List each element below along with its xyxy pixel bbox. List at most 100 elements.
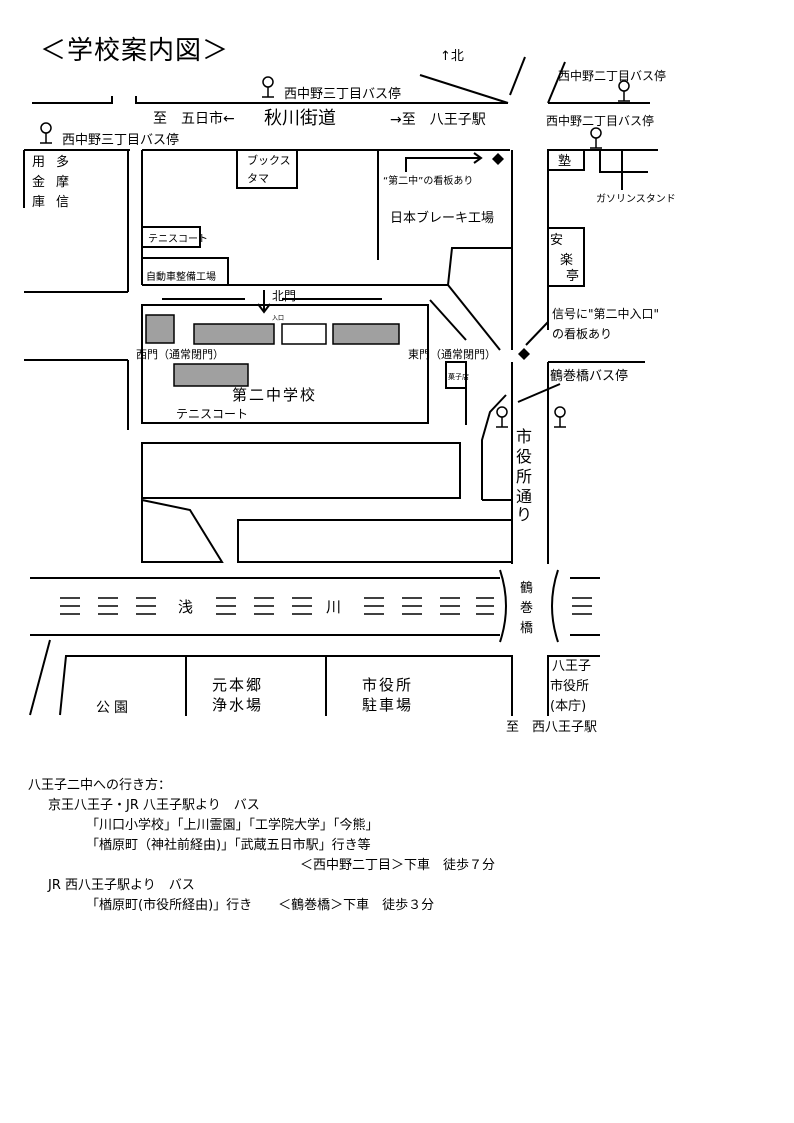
place-label: 信 <box>56 195 69 210</box>
bridge-label: 鶴 <box>520 580 533 596</box>
place-label: 塾 <box>558 153 571 169</box>
directions: 八王子二中への行き方： 京王八王子・JR 八王子駅より バス 「川口小学校」「上… <box>28 776 495 916</box>
place-label: 庫 <box>32 195 45 210</box>
note-label: の看板あり <box>552 327 612 341</box>
juku-box <box>547 149 585 171</box>
street-label: 通 <box>516 487 532 506</box>
car-shop-box <box>142 257 229 285</box>
page-title: ＜学校案内図＞ <box>40 36 230 66</box>
diagonal-road-2 <box>429 299 467 341</box>
gas-lines <box>599 150 648 173</box>
place-label: ブックス <box>247 153 291 167</box>
note-label: 信号に"第二中入口" <box>552 306 659 321</box>
route-2-title: JR 西八王子駅より バス <box>48 878 195 893</box>
block-bottom-line <box>142 247 512 286</box>
place-label: 安 <box>550 233 563 248</box>
school-block <box>141 304 429 424</box>
sign-arrow-line <box>405 157 480 172</box>
place-label: ガソリンスタンド <box>596 193 676 205</box>
place-label: テニスコート <box>148 234 208 245</box>
bus-stop-icon <box>554 406 566 428</box>
books-tama-box <box>236 149 298 189</box>
shop-side <box>446 387 467 425</box>
route-1-line: 「楢原町（神社前経由)」「武蔵五日市駅」行き等 <box>86 838 371 853</box>
gate-label: 東門（通常閉門） <box>408 348 496 361</box>
bus-stop-label: 鶴巻橋バス停 <box>550 368 628 384</box>
place-label: 浄水場 <box>212 696 263 714</box>
route-1-line: ＜西中野二丁目＞下車 徒歩７分 <box>300 858 496 873</box>
road-ne-3 <box>547 61 566 104</box>
river-label: 浅 <box>178 598 193 616</box>
place-label: 摩 <box>56 174 69 190</box>
north-label: ↑北 <box>440 49 464 64</box>
street-label: 市 <box>516 427 532 446</box>
street-label: 役 <box>516 447 532 466</box>
river-label: 川 <box>326 598 341 616</box>
block-bottom <box>237 519 513 563</box>
gate-label: 入口 <box>272 315 284 322</box>
building-b <box>281 323 327 345</box>
place-label: 市役所 <box>362 676 413 694</box>
bus-stop-icon <box>40 122 52 144</box>
median <box>481 394 507 500</box>
bus-stop-icon <box>496 406 508 428</box>
gate-label: 西門（通常閉門） <box>136 348 224 361</box>
place-label: 菓子店 <box>448 372 469 381</box>
school-map: ↑北 西中野三丁目バス停 西中野二丁目バス停 至 五日市← 秋川街道 →至 八王… <box>23 49 676 735</box>
tennis-court-box <box>141 226 201 248</box>
gate-label: 北門 <box>272 289 296 303</box>
place-label: 金 <box>32 174 45 190</box>
place-label: 多 <box>56 154 69 170</box>
block-below-school <box>141 442 461 499</box>
place-label: (本庁) <box>550 699 586 714</box>
diamond-marker-sign <box>492 153 504 165</box>
route-1-title: 京王八王子・JR 八王子駅より バス <box>48 798 260 813</box>
bus-stop-label: 西中野三丁目バス停 <box>62 132 179 148</box>
street-label: 秋川街道 <box>264 108 336 129</box>
river-waves <box>60 597 592 615</box>
street-label: り <box>516 505 532 524</box>
diamond-marker-signal <box>518 348 530 360</box>
directions-heading: 八王子二中への行き方： <box>28 778 172 793</box>
building-c <box>332 323 400 345</box>
bus-stop-icon <box>590 127 602 149</box>
bridge-label: 橋 <box>520 621 533 636</box>
bus-stop-label: 西中野二丁目バス停 <box>546 113 654 128</box>
road-ne-2 <box>509 56 526 96</box>
road-top-left <box>32 96 113 104</box>
street-label: 所 <box>516 467 532 486</box>
place-label: 亭 <box>566 268 579 284</box>
bus-stop-icon <box>618 80 630 102</box>
block-triangle <box>141 498 224 563</box>
south-road-diag <box>29 639 51 716</box>
building-a <box>193 323 275 345</box>
place-label: 楽 <box>560 252 573 268</box>
north-gate-arrowhead <box>257 303 271 314</box>
building-west <box>145 314 175 344</box>
building-gym <box>173 363 249 387</box>
diagonal-road-1 <box>447 284 501 351</box>
place-label: タマ <box>247 172 269 185</box>
direction-label: →至 八王子駅 <box>390 112 486 128</box>
place-label: 自動車整備工場 <box>146 270 216 283</box>
direction-label: 至 五日市← <box>153 110 235 127</box>
cityhall-block <box>547 655 600 716</box>
place-label: 市役所 <box>550 678 589 694</box>
bridge-west <box>499 569 507 643</box>
sign-arrowhead <box>473 152 483 164</box>
bus-pointer <box>517 383 561 403</box>
route-2-line: 「楢原町(市役所経由)」行き ＜鶴巻橋＞下車 徒歩３分 <box>86 898 435 913</box>
place-label: 八王子 <box>552 659 591 674</box>
place-label: 日本ブレーキ工場 <box>390 210 494 226</box>
direction-label: 至 西八王子駅 <box>506 720 597 735</box>
school-name: 第二中学校 <box>232 386 317 404</box>
place-label: 元本郷 <box>212 676 263 694</box>
place-label: テニスコート <box>176 407 248 421</box>
route-1-line: 「川口小学校」「上川霊園」「工学院大学」「今熊」 <box>86 818 379 833</box>
place-label: 公園 <box>96 700 132 716</box>
bus-stop-label: 西中野二丁目バス停 <box>558 68 666 83</box>
anrakutei-box <box>547 227 585 287</box>
bus-stop-label: 西中野三丁目バス停 <box>284 86 401 102</box>
signal-pointer <box>525 321 549 346</box>
bus-stop-icon <box>262 76 274 98</box>
